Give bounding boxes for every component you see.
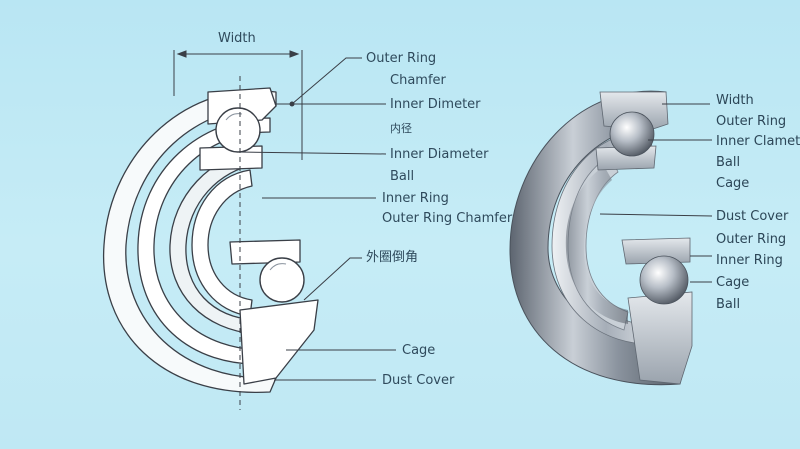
rendered-bearing: [509, 90, 693, 386]
left-label-inner-ring: Inner Ring: [382, 191, 449, 206]
left-label-outer-ring-chamfer: Outer Ring Chamfer: [382, 211, 513, 226]
left-label-inner-dimeter: Inner Dimeter: [390, 97, 481, 112]
right-ball-top: [609, 111, 655, 157]
left-label-inner-diameter-cn: 内径: [390, 122, 412, 135]
right-label-outer-ring: Outer Ring: [716, 114, 787, 129]
right-label-cage: Cage: [716, 176, 750, 191]
left-label-outer-chamfer-cn: 外圈倒角: [366, 250, 419, 265]
right-label-ball-2: Ball: [716, 297, 741, 312]
line-art-bearing: [102, 87, 319, 393]
right-ball-bottom: [639, 255, 689, 305]
left-label-cage: Cage: [402, 343, 436, 358]
width-dimension: [173, 50, 303, 160]
width-label: Width: [218, 31, 256, 46]
right-label-width: Width: [716, 93, 754, 108]
right-inner-ring: [565, 166, 628, 324]
right-label-inner-ring: Inner Ring: [716, 253, 783, 268]
right-leader-lines: [599, 103, 713, 283]
left-label-ball: Ball: [390, 169, 415, 184]
left-label-outer-ring: Outer Ring: [366, 51, 437, 66]
left-label-chamfer: Chamfer: [390, 73, 446, 88]
right-label-dust-cover: Dust Cover: [716, 209, 789, 224]
left-outer-ring: [102, 90, 277, 393]
right-label-inner-clamete: Inner Clamete: [716, 134, 800, 149]
left-ball-top: [215, 107, 261, 153]
right-label-outer-ring-2: Outer Ring: [716, 232, 787, 247]
left-label-inner-diameter: Inner Diameter: [390, 147, 489, 162]
left-ball-bottom: [259, 257, 305, 303]
right-label-cage-2: Cage: [716, 275, 750, 290]
right-label-ball: Ball: [716, 155, 741, 170]
left-label-dust-cover: Dust Cover: [382, 373, 455, 388]
left-leader-lines: [237, 57, 396, 381]
